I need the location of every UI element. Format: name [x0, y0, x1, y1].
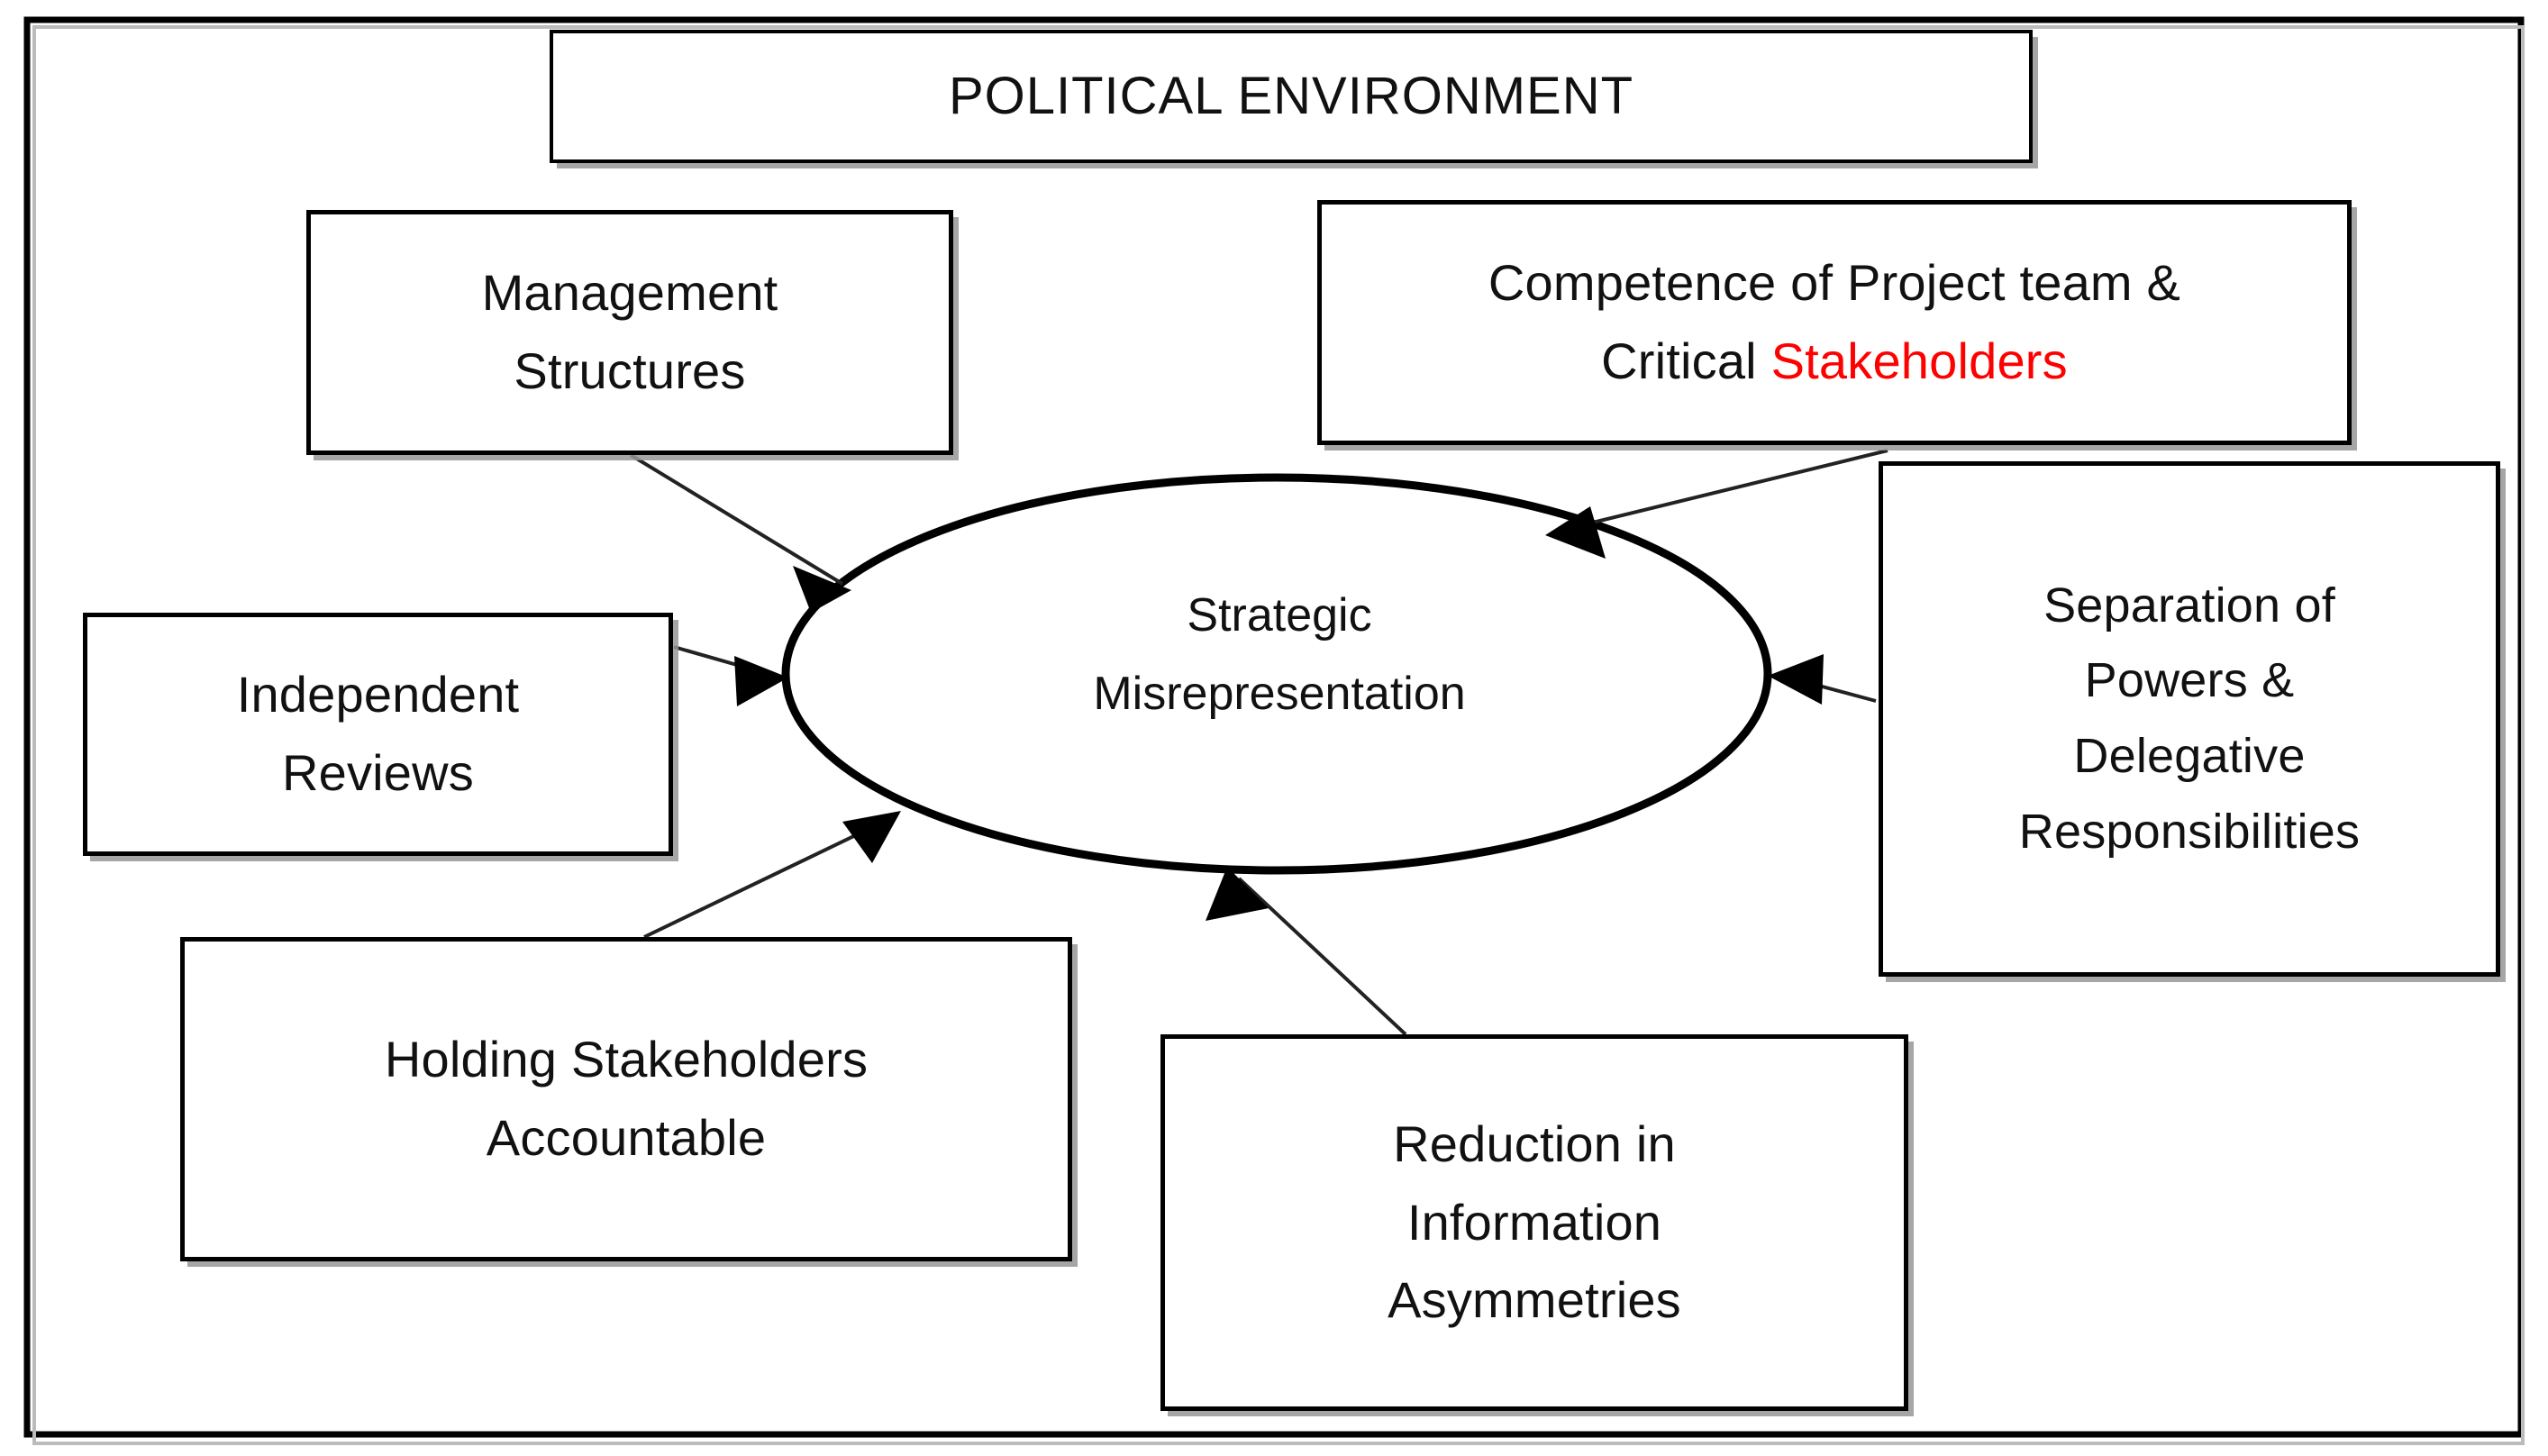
connector-reduction-information [1206, 867, 1407, 1036]
management-structures-line-1: Management [481, 264, 778, 322]
competence-line-1: Competence of Project team & [1488, 254, 2181, 312]
independent-reviews-box: Independent Reviews [83, 613, 673, 856]
separation-line-4: Responsibilities [2018, 804, 2361, 859]
holding-stakeholders-line-2: Accountable [486, 1109, 767, 1166]
competence-of-project-team-box: Competence of Project team & Critical St… [1317, 200, 2352, 445]
reduction-line-2: Information [1406, 1193, 1662, 1251]
connector-holding-stakeholders [643, 811, 901, 939]
separation-line-1: Separation of [2043, 578, 2335, 632]
reduction-line-3: Asymmetries [1388, 1271, 1681, 1329]
connector-competence-project-team [1545, 449, 1888, 559]
management-structures-box: Management Structures [306, 210, 953, 455]
reduction-in-information-asymmetries-label: Reduction in Information Asymmetries [1375, 1106, 1694, 1340]
holding-stakeholders-accountable-label: Holding Stakeholders Accountable [372, 1021, 880, 1178]
separation-of-powers-label: Separation of Powers & Delegative Respon… [2007, 569, 2372, 870]
connector-management-structures [629, 453, 851, 613]
holding-stakeholders-line-1: Holding Stakeholders [384, 1031, 869, 1088]
political-environment-box: POLITICAL ENVIRONMENT [550, 30, 2033, 163]
independent-reviews-label: Independent Reviews [224, 656, 532, 813]
outer-frame-shadow [32, 25, 2525, 1445]
connector-independent-reviews [673, 645, 788, 706]
competence-line-2-prefix: Critical [1601, 332, 1771, 389]
management-structures-line-2: Structures [514, 342, 746, 399]
reduction-in-information-asymmetries-box: Reduction in Information Asymmetries [1160, 1034, 1908, 1411]
competence-stakeholders-accent: Stakeholders [1770, 332, 2068, 389]
political-environment-label: POLITICAL ENVIRONMENT [948, 67, 1634, 126]
separation-of-powers-box: Separation of Powers & Delegative Respon… [1879, 461, 2500, 977]
management-structures-label: Management Structures [469, 254, 791, 411]
competence-of-project-team-label: Competence of Project team & Critical St… [1476, 244, 2193, 401]
holding-stakeholders-accountable-box: Holding Stakeholders Accountable [180, 937, 1072, 1261]
central-ellipse [781, 473, 1772, 875]
separation-line-3: Delegative [2073, 729, 2306, 783]
independent-reviews-line-1: Independent [236, 666, 520, 723]
independent-reviews-line-2: Reviews [281, 744, 474, 801]
connector-separation-of-powers [1768, 654, 1877, 705]
separation-line-2: Powers & [2084, 653, 2295, 708]
reduction-line-1: Reduction in [1393, 1115, 1676, 1172]
